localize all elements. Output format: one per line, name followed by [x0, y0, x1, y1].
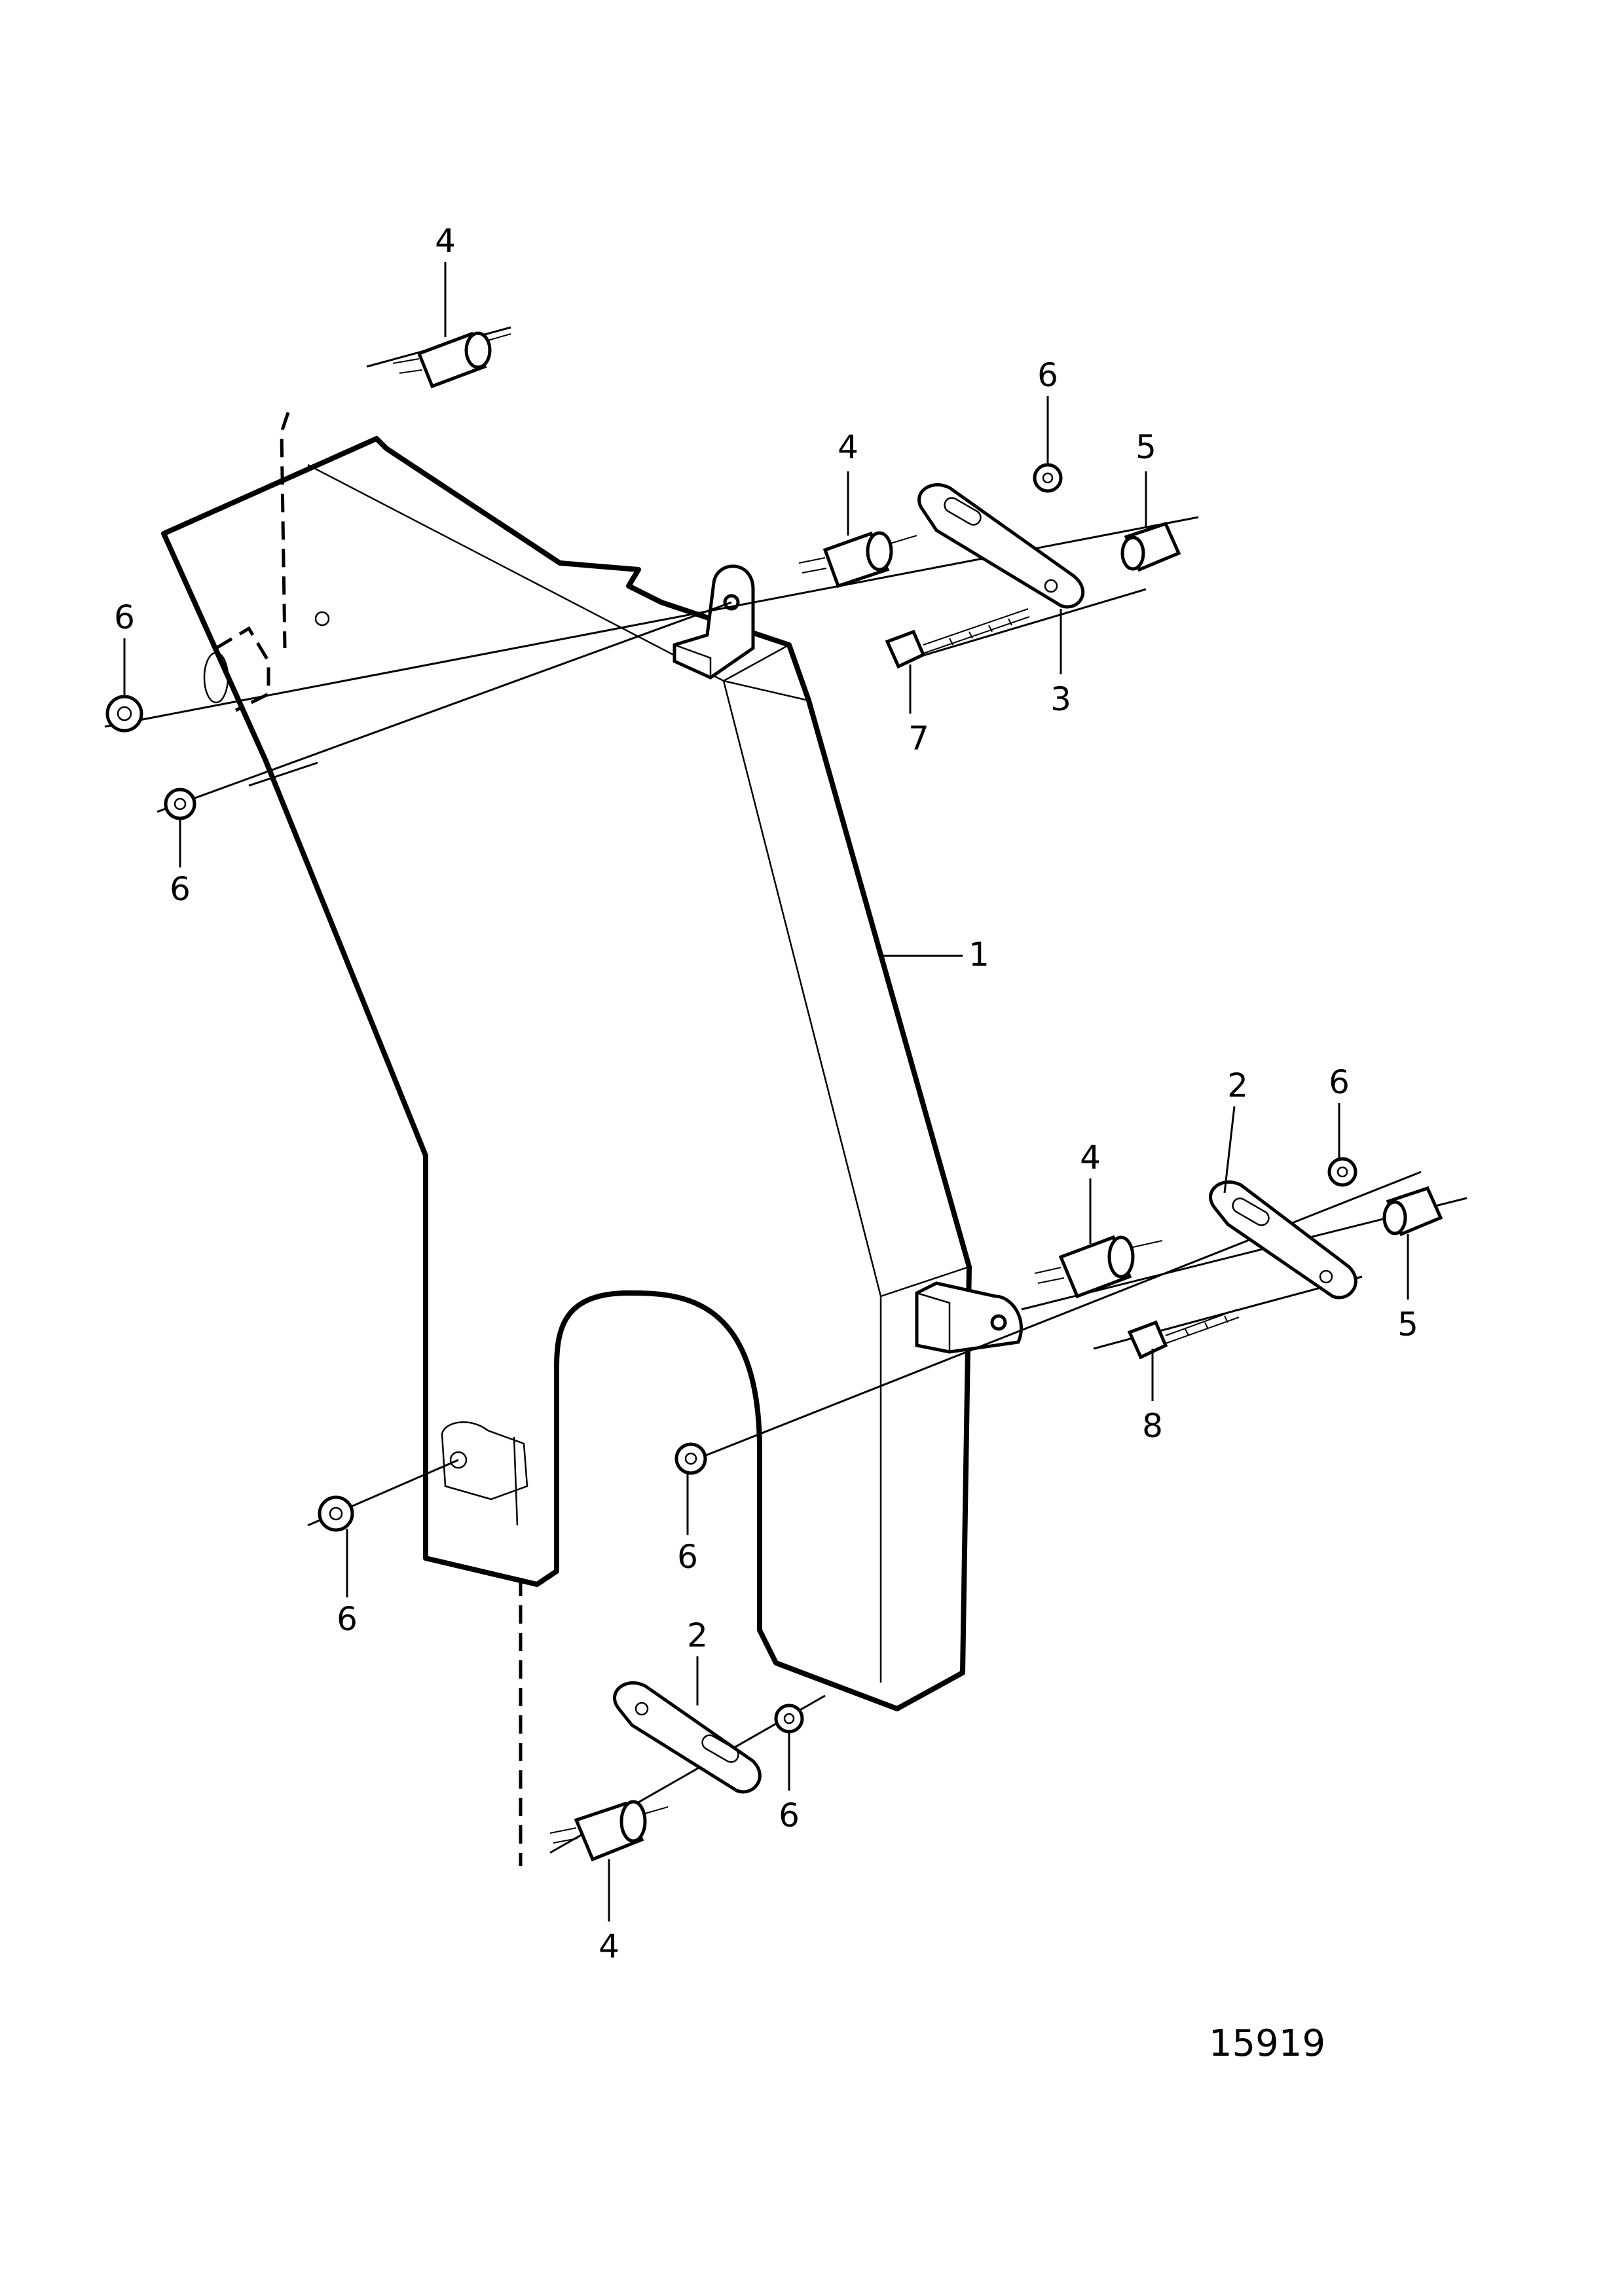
callout-7: 7 [908, 720, 929, 757]
rubber-mount-lower-right [1034, 1235, 1163, 1299]
callout-8: 8 [1142, 1407, 1163, 1445]
callout-4-bottom: 4 [599, 1927, 619, 1965]
nut-part-6-c [164, 788, 196, 820]
callout-4-upper: 4 [838, 428, 858, 466]
hidden-upper-pad [203, 626, 270, 712]
callout-2-bottom: 2 [687, 1616, 708, 1654]
nut-part-6-b [105, 695, 143, 733]
assembly-guide-lines [280, 412, 523, 1866]
nut-part-6-e [674, 1442, 707, 1475]
rubber-mount-bottom [549, 1800, 669, 1862]
left-lower-tab [441, 1421, 528, 1526]
bolt-part-8 [1127, 1309, 1240, 1360]
callout-3: 3 [1050, 680, 1071, 718]
callout-4-top: 4 [435, 222, 456, 260]
bolt-part-7 [885, 608, 1030, 669]
plate-part-3 [917, 483, 1085, 609]
callout-6-upper-right: 6 [1037, 356, 1058, 394]
callout-2-right: 2 [1227, 1066, 1248, 1104]
callout-6-right-lower: 6 [1329, 1063, 1350, 1101]
callout-5-lower: 5 [1397, 1305, 1418, 1343]
nut-part-6-a [1033, 463, 1063, 493]
plate-part-2-bottom [613, 1681, 762, 1794]
cover-housing-part-1 [161, 436, 972, 1711]
rubber-mount-upper-right [798, 531, 917, 589]
callout-5-upper: 5 [1135, 428, 1156, 466]
callout-6-left-upper: 6 [114, 598, 135, 636]
figure-number: 15919 [1209, 2022, 1325, 2065]
callout-6-left-lower: 6 [337, 1600, 358, 1638]
nut-part-6-g [774, 1704, 804, 1734]
nut-part-6-d [1327, 1157, 1357, 1187]
callout-labels: 4 4 6 5 3 7 6 6 1 6 2 4 5 8 6 6 2 6 4 [114, 222, 1418, 1965]
rubber-mount-top [392, 331, 511, 389]
spacer-part-5-lower [1382, 1186, 1443, 1237]
callout-6-left-middle: 6 [170, 870, 191, 908]
callout-6-center: 6 [677, 1538, 698, 1576]
callout-6-bottom: 6 [779, 1796, 800, 1834]
nut-part-6-f [318, 1495, 354, 1532]
spacer-part-5-upper [1120, 521, 1181, 572]
axis-lines [104, 326, 1467, 1854]
lower-mounting-tab [915, 1281, 1023, 1354]
upper-mounting-tab [673, 564, 755, 680]
plate-part-2-right [1209, 1180, 1357, 1300]
callout-4-right-lower: 4 [1080, 1139, 1101, 1176]
callout-leaders [123, 262, 1409, 1922]
callout-1: 1 [969, 936, 989, 974]
